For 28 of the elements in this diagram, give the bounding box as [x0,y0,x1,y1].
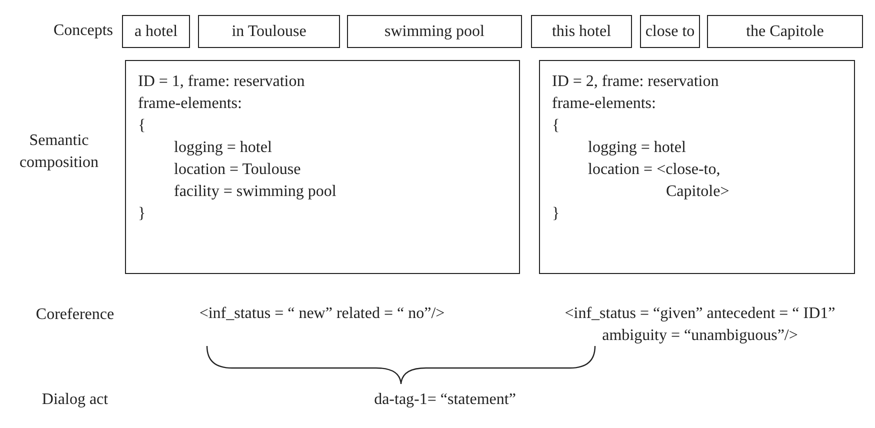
frame-line: { [138,116,146,136]
coreference-annotation: <inf_status = “given” antecedent = “ ID1” ambiguity = “unambiguous”/> [564,304,836,346]
frame-line: location = <close-to, Capitole> [588,160,730,202]
frame-line: logging = hotel [174,138,272,158]
row-label: Dialog act [40,390,110,410]
concept-box: swimming pool [347,15,522,48]
frame-line: location = Toulouse [174,160,301,180]
concept-box: in Toulouse [198,15,340,48]
row-label: Semantic composition [18,131,100,173]
frame-line: logging = hotel [588,138,686,158]
row-label: Concepts [52,21,113,41]
frame-box [539,60,855,274]
frame-box [125,60,520,274]
frame-line: ID = 1, frame: reservation [138,72,305,92]
frame-line: facility = swimming pool [174,182,336,202]
concept-box: close to [640,15,700,48]
concept-box: the Capitole [707,15,863,48]
frame-line: { [552,116,560,136]
concept-box: this hotel [531,15,632,48]
frame-line: frame-elements: [138,94,242,114]
frame-line: } [552,204,560,224]
frame-line: ID = 2, frame: reservation [552,72,719,92]
frame-line: } [138,204,146,224]
coreference-annotation: <inf_status = “ new” related = “ no”/> [198,304,446,324]
frame-line: frame-elements: [552,94,656,114]
row-label: Coreference [34,305,116,325]
dialog-act-tag: da-tag-1= “statement” [300,389,590,411]
concept-box: a hotel [122,15,190,48]
